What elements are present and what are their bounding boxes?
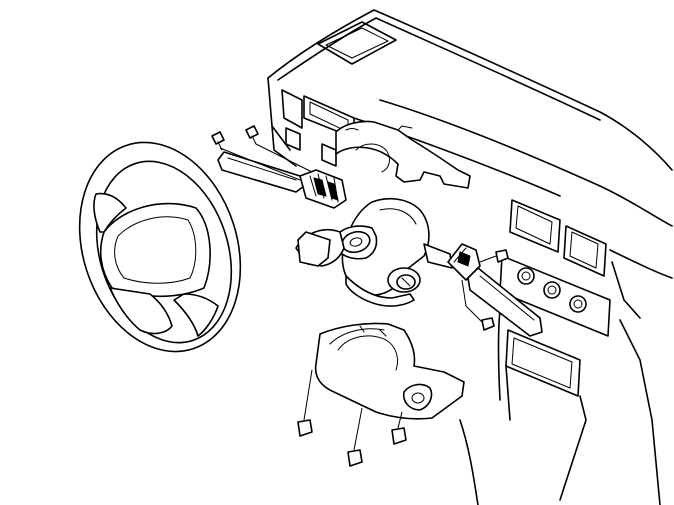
left-stalk-switch [217, 151, 347, 267]
steering-wheel [78, 141, 242, 353]
screw-top-left-1 [211, 131, 301, 181]
screw-bottom-1 [297, 369, 313, 437]
upper-column-shroud [335, 120, 471, 189]
screws [211, 125, 509, 467]
screw-bottom-2 [347, 407, 363, 467]
right-stalk-switch [447, 243, 543, 337]
lower-column-shroud [314, 322, 465, 420]
ignition-lock [387, 267, 421, 293]
screw-right-upper [479, 249, 509, 263]
screw-right-lower [461, 279, 495, 331]
screw-top-left-2 [245, 125, 313, 173]
screw-bottom-3 [391, 411, 407, 445]
